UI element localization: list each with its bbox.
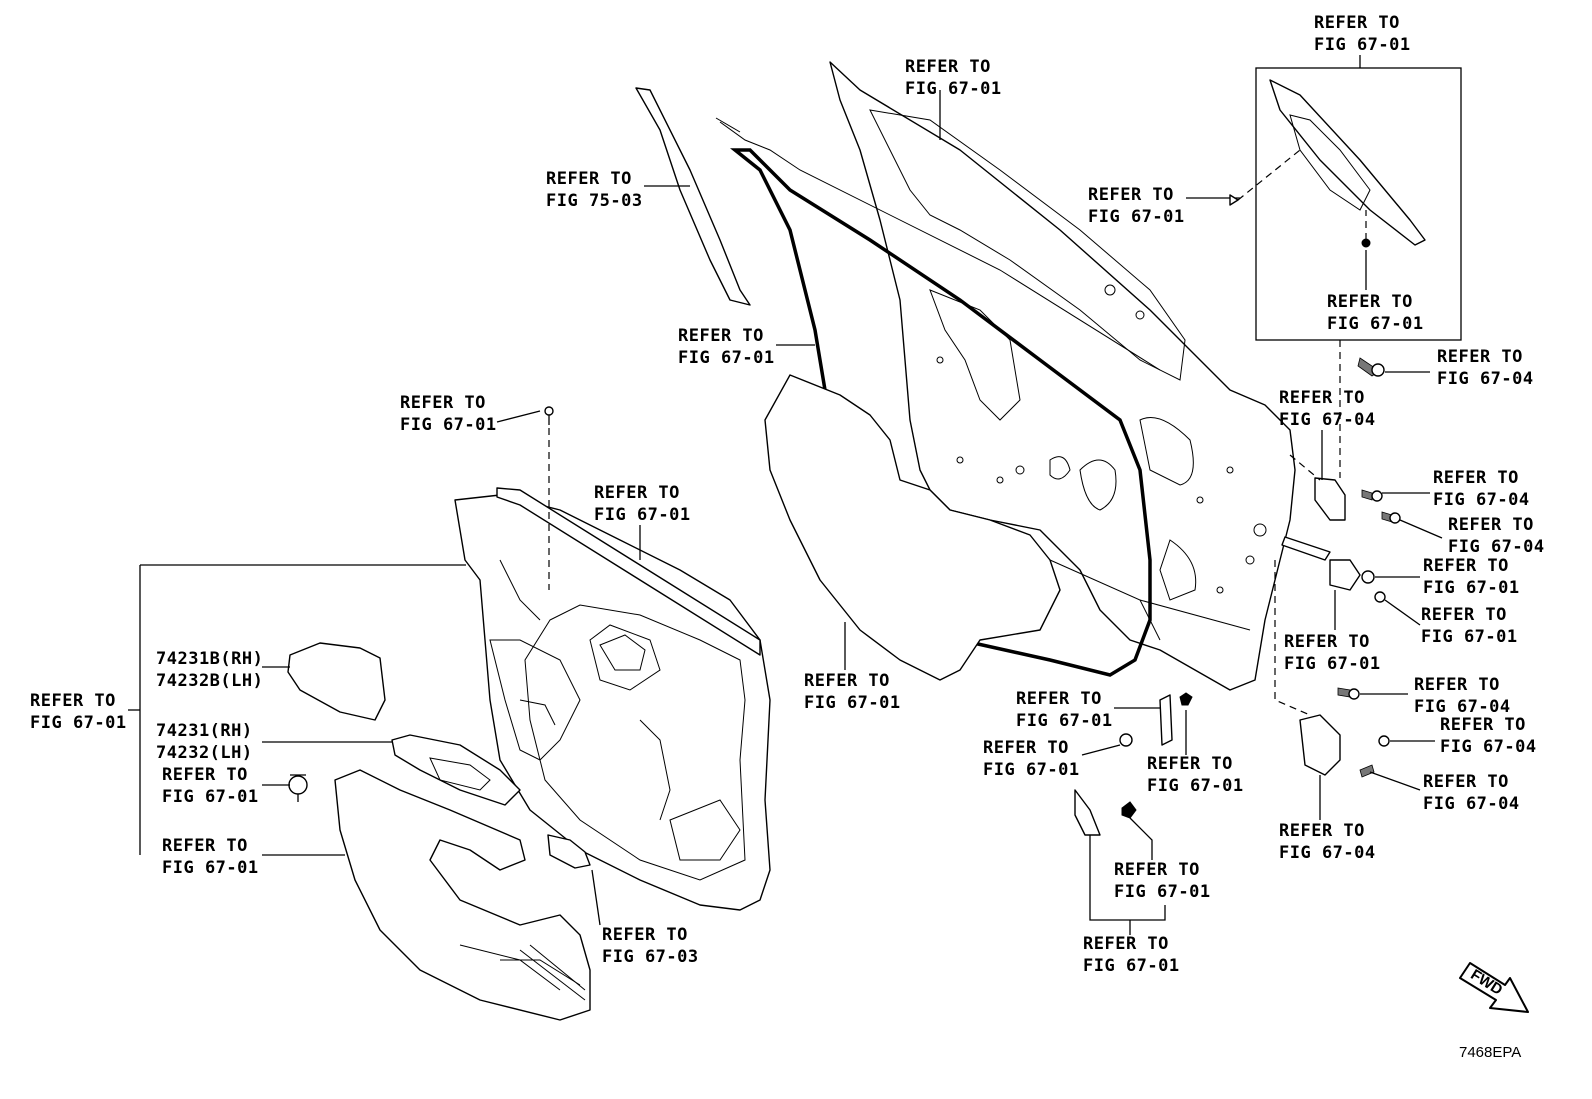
callout-bolt-3: REFER TO FIG 67-04 [1448, 515, 1545, 557]
callout-check-nut-2: REFER TO FIG 67-01 [1421, 605, 1518, 647]
callout-trim-screw: REFER TO FIG 67-01 [400, 393, 497, 435]
callout-trim-board: REFER TO FIG 67-01 [30, 691, 127, 733]
armrest-pad-74231B [287, 642, 386, 721]
door-weatherstrip [715, 117, 1161, 677]
belt-weatherstrip [496, 487, 761, 656]
part-74231: 74231(RH) 74232(LH) [156, 721, 253, 763]
callout-inset-nut: REFER TO FIG 67-01 [1327, 292, 1424, 334]
lower-bracket [1074, 692, 1193, 836]
armrest-74231 [391, 734, 521, 806]
callout-inset-screw: REFER TO FIG 67-01 [1088, 185, 1185, 227]
inset-detail-box [1223, 67, 1462, 341]
callout-upper-hinge: REFER TO FIG 67-04 [1279, 388, 1376, 430]
lower-hinge [1299, 714, 1341, 776]
bolt-set [1337, 357, 1401, 778]
part-74231B: 74231B(RH) 74232B(LH) [156, 649, 264, 691]
trim-screw [544, 406, 554, 425]
callout-bolt-1: REFER TO FIG 67-04 [1437, 347, 1534, 389]
forward-arrow: FWD [1459, 962, 1529, 1013]
door-check [1274, 536, 1361, 716]
callout-small-clip: REFER TO FIG 67-01 [1114, 860, 1211, 902]
callout-corner-piece: REFER TO FIG 67-01 [1083, 934, 1180, 976]
callout-bracket-nut: REFER TO FIG 67-01 [1147, 754, 1244, 796]
service-hole-cover [764, 374, 1061, 681]
callout-check-nut-1: REFER TO FIG 67-01 [1423, 556, 1520, 598]
callout-window-molding: REFER TO FIG 75-03 [546, 169, 643, 211]
callout-inset-top: REFER TO FIG 67-01 [1314, 13, 1411, 55]
callout-door-pocket: REFER TO FIG 67-01 [162, 836, 259, 878]
callout-speaker-grille: REFER TO FIG 67-03 [602, 925, 699, 967]
leader-lines [128, 55, 1443, 935]
window-molding [635, 87, 751, 306]
callout-lower-hinge: REFER TO FIG 67-04 [1279, 821, 1376, 863]
callout-lower-bracket: REFER TO FIG 67-01 [1016, 689, 1113, 731]
trim-clip [288, 774, 308, 802]
callout-belt-weatherstrip: REFER TO FIG 67-01 [594, 483, 691, 525]
callout-bolt-4: REFER TO FIG 67-04 [1414, 675, 1511, 717]
callout-bolt-6: REFER TO FIG 67-04 [1423, 772, 1520, 814]
callout-bracket-clip: REFER TO FIG 67-01 [983, 738, 1080, 780]
callout-weatherstrip: REFER TO FIG 67-01 [678, 326, 775, 368]
speaker-grille [547, 834, 591, 869]
callout-door-check: REFER TO FIG 67-01 [1284, 632, 1381, 674]
callout-bolt-5: REFER TO FIG 67-04 [1440, 715, 1537, 757]
upper-hinge [1289, 340, 1346, 521]
callout-service-hole-cover: REFER TO FIG 67-01 [804, 671, 901, 713]
callout-trim-clip: REFER TO FIG 67-01 [162, 765, 259, 807]
callout-outer-panel: REFER TO FIG 67-01 [905, 57, 1002, 99]
callout-bolt-2: REFER TO FIG 67-04 [1433, 468, 1530, 510]
diagram-code: 7468EPA [1459, 1044, 1522, 1061]
door-pocket-trim [334, 769, 591, 1021]
